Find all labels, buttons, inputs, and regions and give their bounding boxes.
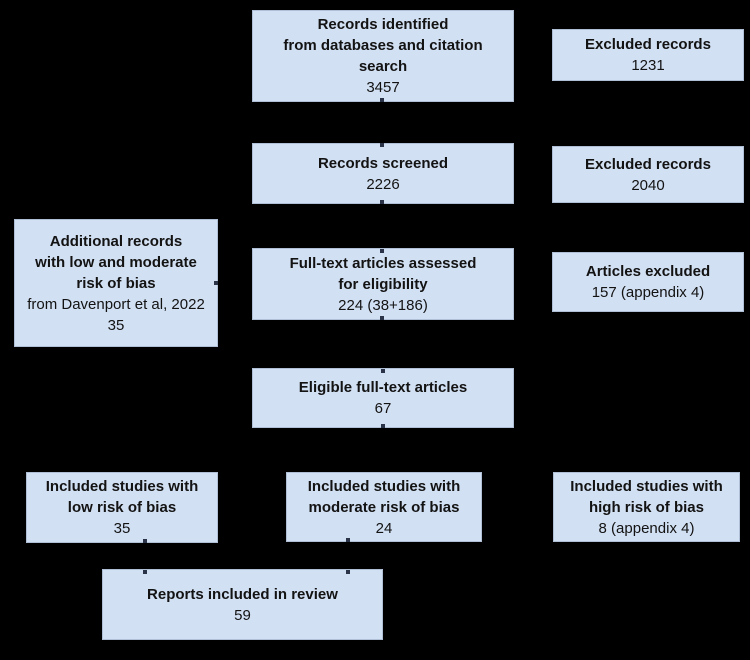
box-title: Records screened — [317, 154, 449, 172]
box-value: 8 (appendix 4) — [598, 519, 695, 537]
box-value: 224 (38+186) — [338, 296, 428, 314]
box-articles-excluded: Articles excluded 157 (appendix 4) — [552, 252, 744, 312]
arrow-additional-to-fulltext — [218, 282, 252, 284]
box-value: 1231 — [631, 57, 665, 74]
arrow-tick — [380, 143, 384, 147]
box-value: 2226 — [366, 175, 400, 193]
box-additional-records: Additional records with low and moderate… — [14, 219, 218, 347]
arrow-eligible-to-moderate — [382, 431, 384, 473]
box-title: Excluded records — [585, 155, 711, 173]
box-value: 59 — [234, 606, 251, 624]
box-excluded-records-2: Excluded records 2040 — [552, 146, 744, 203]
box-title: Additional records with low and moderate… — [35, 232, 197, 292]
box-excluded-records-1: Excluded records 1231 — [552, 29, 744, 81]
arrow-screened-to-fulltext — [381, 204, 383, 248]
arrow-tick — [380, 200, 384, 204]
arrow-tick — [381, 424, 385, 428]
arrow-screened-to-excluded2 — [514, 173, 552, 175]
box-title: Excluded records — [585, 36, 711, 53]
box-title: Eligible full-text articles — [298, 379, 468, 396]
arrow-tick — [380, 98, 384, 102]
arrow-low-to-reports — [144, 543, 146, 569]
box-title: Reports included in review — [147, 585, 338, 603]
box-title: Records identified from databases and ci… — [283, 16, 483, 75]
box-title: Included studies with high risk of bias — [570, 477, 723, 516]
arrow-fulltext-to-articles-excluded — [514, 281, 552, 283]
box-reports-included: Reports included in review 59 — [102, 569, 383, 640]
arrow-tick — [381, 369, 385, 373]
box-value: 24 — [375, 519, 393, 537]
box-included-high-risk: Included studies with high risk of bias … — [553, 472, 740, 542]
box-title: Included studies with moderate risk of b… — [307, 477, 461, 516]
arrow-tick — [346, 538, 350, 542]
box-value: 3457 — [366, 79, 400, 96]
box-records-identified: Records identified from databases and ci… — [252, 10, 514, 102]
box-value: 35 — [113, 520, 131, 537]
box-title: Included studies with low risk of bias — [45, 478, 199, 516]
arrow-eligible-to-high — [382, 430, 646, 475]
arrow-moderate-to-reports — [347, 542, 349, 569]
box-title: Articles excluded — [585, 263, 711, 280]
box-value: 67 — [374, 400, 392, 417]
arrow-tick — [143, 539, 147, 543]
box-eligible-articles: Eligible full-text articles 67 — [252, 368, 514, 428]
box-value: 35 — [107, 316, 125, 334]
arrow-identified-to-screened — [381, 102, 383, 143]
arrow-fulltext-to-eligible — [381, 320, 383, 368]
box-included-moderate-risk: Included studies with moderate risk of b… — [286, 472, 482, 542]
box-value: 2040 — [631, 176, 665, 194]
box-title: Full-text articles assessed for eligibil… — [289, 254, 477, 293]
arrow-eligible-to-low — [121, 430, 384, 474]
arrow-tick — [143, 570, 147, 574]
box-included-low-risk: Included studies with low risk of bias 3… — [26, 472, 218, 543]
box-fulltext-assessed: Full-text articles assessed for eligibil… — [252, 248, 514, 320]
box-subtitle: from Davenport et al, 2022 — [27, 295, 205, 313]
arrow-tick — [380, 316, 384, 320]
arrow-identified-to-excluded1 — [514, 54, 552, 56]
arrow-tick — [214, 281, 218, 285]
arrow-tick — [380, 249, 384, 253]
arrow-tick — [346, 570, 350, 574]
box-value: 157 (appendix 4) — [591, 284, 705, 301]
box-records-screened: Records screened 2226 — [252, 143, 514, 204]
